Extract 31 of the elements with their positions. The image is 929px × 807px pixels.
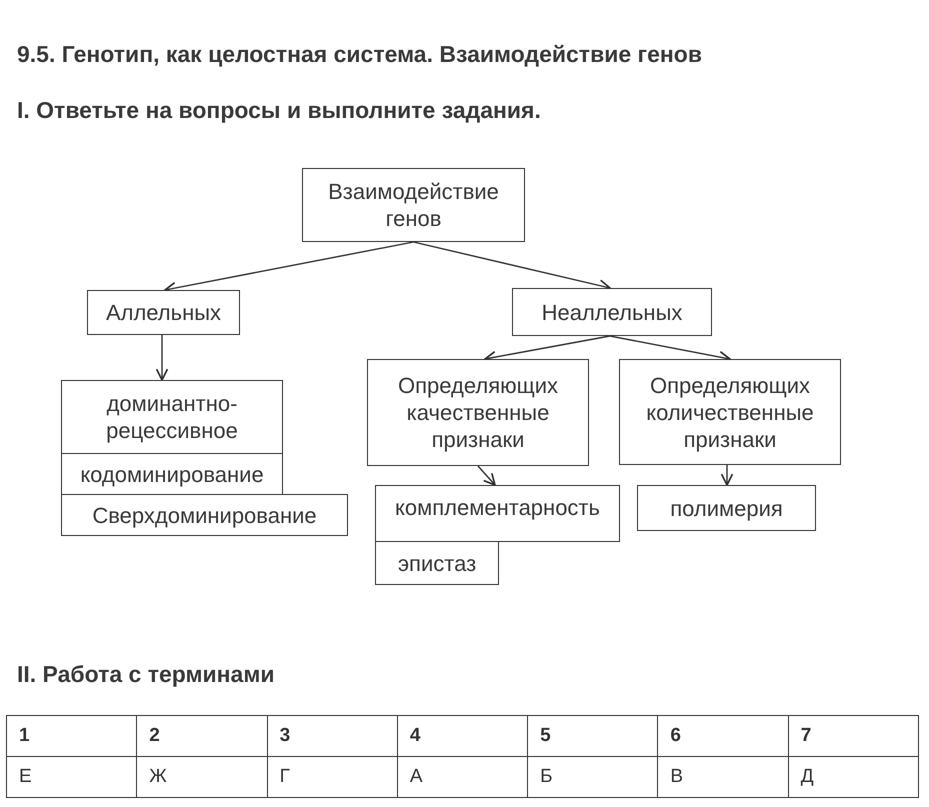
number-cell: 4: [397, 716, 528, 756]
number-cell: 3: [267, 716, 398, 756]
arrow: [720, 465, 734, 486]
letter-cell: Е: [6, 756, 137, 798]
letter-cell: Б: [528, 756, 658, 798]
concept-box: Аллельных: [87, 290, 240, 335]
concept-box: Неаллельных: [512, 288, 712, 336]
letter-cell: А: [397, 756, 528, 798]
arrow: [477, 466, 496, 486]
concept-box: комплементарность: [375, 485, 620, 542]
concept-box: Определяющих качественные признаки: [367, 359, 589, 466]
concept-box: эпистаз: [375, 541, 499, 585]
number-cell: 2: [136, 716, 268, 756]
number-cell: 5: [528, 716, 658, 756]
letter-cell: Д: [788, 756, 918, 798]
page-title: 9.5. Генотип, как целостная система. Взаимодействие генов: [17, 40, 702, 68]
concept-box: доминантно-рецессивное: [61, 380, 283, 454]
section-heading: II. Работа с терминами: [17, 660, 274, 688]
concept-box: Сверхдоминирование: [61, 494, 348, 536]
concept-box: Взаимодействие генов: [302, 168, 525, 242]
concept-box: Определяющих количественные признаки: [619, 359, 841, 465]
section-heading: I. Ответьте на вопросы и выполните задания.: [17, 96, 541, 124]
number-cell: 1: [6, 716, 137, 756]
arrow: [156, 335, 168, 381]
concept-box: полимерия: [637, 485, 816, 531]
number-cell: 6: [658, 716, 788, 756]
letter-cell: Ж: [136, 756, 268, 798]
letter-cell: Г: [267, 756, 398, 798]
concept-box: кодоминирование: [61, 453, 283, 495]
letter-cell: В: [658, 756, 788, 798]
number-cell: 7: [788, 716, 918, 756]
